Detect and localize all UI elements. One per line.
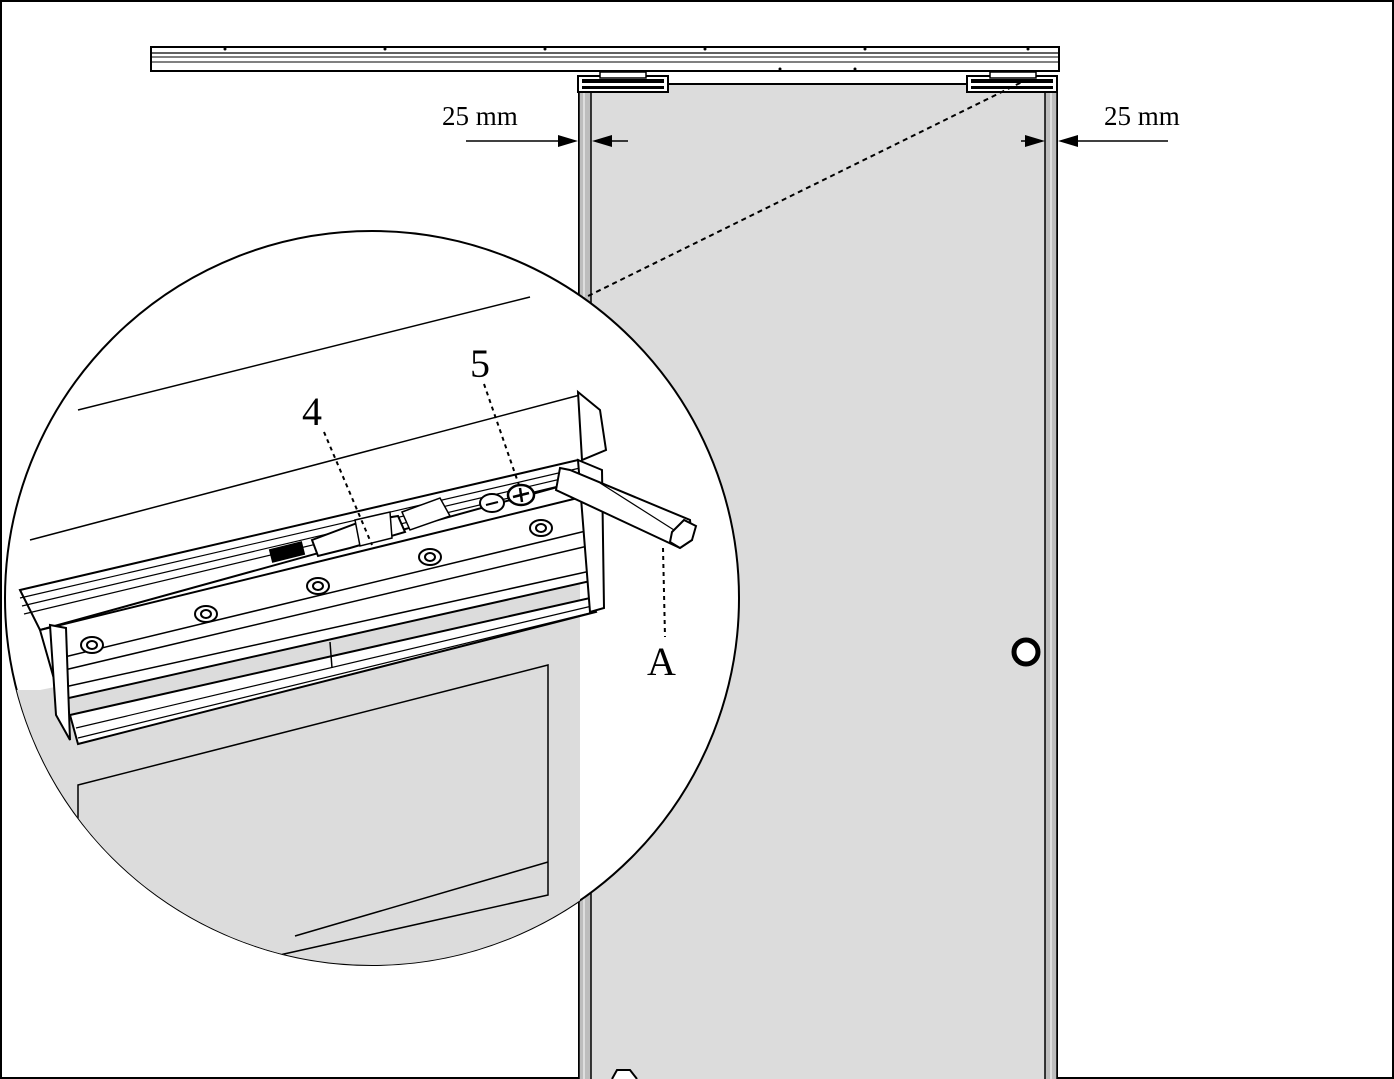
right-carriage [966,71,1058,93]
dimension-right-label: 25 mm [1104,101,1180,131]
left-carriage [577,71,669,93]
detail-leader-line [579,81,1023,301]
dimension-right [1021,135,1168,147]
top-rail [150,46,1060,72]
door-handle [1011,637,1041,667]
dimension-left-label: 25 mm [442,101,518,131]
callout-4-label: 4 [302,389,322,434]
callout-5-label: 5 [470,341,490,386]
callout-A-leader [662,547,666,638]
dimension-left [466,135,628,147]
callout-5-leader [483,383,521,489]
floor-guide [611,1069,638,1079]
callout-A-label: A [647,639,676,684]
